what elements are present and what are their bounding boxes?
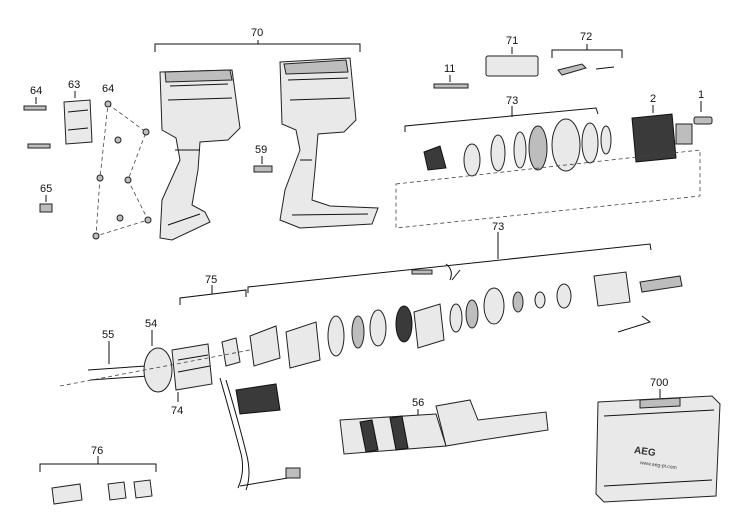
brush-plate [221, 337, 241, 367]
callout-54-label: 54 [145, 318, 157, 330]
screw-55a [87, 365, 147, 371]
clip-65 [39, 203, 53, 213]
callout-76-label: 76 [91, 445, 103, 457]
callout-59: 59 [253, 144, 273, 173]
callout-65-label: 65 [40, 183, 52, 195]
callout-75-label: 75 [205, 274, 217, 286]
screw-55b [89, 375, 149, 381]
spindle [639, 275, 683, 293]
clip-part [557, 63, 587, 76]
callout-73-lower: 73 [247, 221, 652, 293]
callout-2-label: 2 [650, 93, 656, 105]
callout-70: 70 [154, 27, 361, 52]
main-gearbox-parts [249, 263, 683, 369]
battery-clip-3 [133, 479, 153, 499]
callout-55: 55 [87, 329, 149, 381]
battery-clip-1 [51, 483, 83, 505]
side-handle-clamp [435, 399, 549, 447]
gear-cover [63, 99, 93, 145]
housing-right-half [279, 57, 379, 229]
case-brand-text: AEG [633, 445, 656, 459]
callout-71: 71 [485, 35, 539, 77]
axis-line [59, 349, 251, 387]
callout-56-label: 56 [412, 397, 424, 409]
upper-gearbox-parts [423, 118, 612, 177]
callout-70-label: 70 [251, 27, 263, 39]
callout-73-lower-label: 73 [492, 221, 504, 233]
callout-63: 63 [63, 79, 93, 145]
callout-2: 2 [631, 93, 693, 163]
callout-64-right: 64 [92, 83, 152, 240]
callout-76: 76 [39, 445, 157, 505]
callout-700-label: 700 [650, 377, 668, 389]
callout-55-label: 55 [102, 329, 114, 341]
callout-56: 56 [339, 397, 549, 455]
carry-case [595, 395, 721, 503]
callout-11: 11 [433, 63, 469, 89]
label-plate [485, 55, 539, 77]
motor-end-cap [143, 347, 173, 393]
callout-73-upper-label: 73 [506, 95, 518, 107]
spring-clip [445, 263, 461, 281]
callout-1: 1 [693, 89, 713, 125]
callout-64-left-label: 64 [30, 85, 42, 97]
callout-64-right-label: 64 [102, 83, 114, 95]
callout-700: 700 AEG www.aeg-pt.com [595, 377, 721, 503]
chuck [631, 113, 677, 163]
callout-1-label: 1 [698, 89, 704, 101]
callout-63-label: 63 [68, 79, 80, 91]
callout-75: 75 [179, 274, 247, 367]
dashed-group-outline [395, 149, 701, 229]
switch-59 [253, 165, 273, 173]
callout-72: 72 [551, 31, 623, 76]
case-handle [639, 397, 681, 409]
callout-11-label: 11 [444, 63, 455, 75]
callout-73-upper: 73 [404, 95, 599, 132]
case-url-text: www.aeg-pt.com [640, 460, 677, 471]
callout-54: 54 [143, 318, 173, 393]
housing-left-half [159, 69, 241, 241]
callout-74-label: 74 [171, 405, 183, 417]
callout-64-left: 64 [23, 85, 51, 149]
callout-65: 65 [39, 183, 53, 213]
callout-59-label: 59 [255, 144, 267, 156]
screw-11 [433, 83, 469, 89]
callout-74: 74 [171, 343, 213, 417]
callout-72-label: 72 [580, 31, 592, 43]
callout-71-label: 71 [506, 35, 518, 47]
pin-part [595, 66, 615, 70]
battery-clip-2 [107, 481, 127, 501]
trigger-switch-assembly [219, 377, 301, 491]
chuck-screw [693, 116, 713, 125]
